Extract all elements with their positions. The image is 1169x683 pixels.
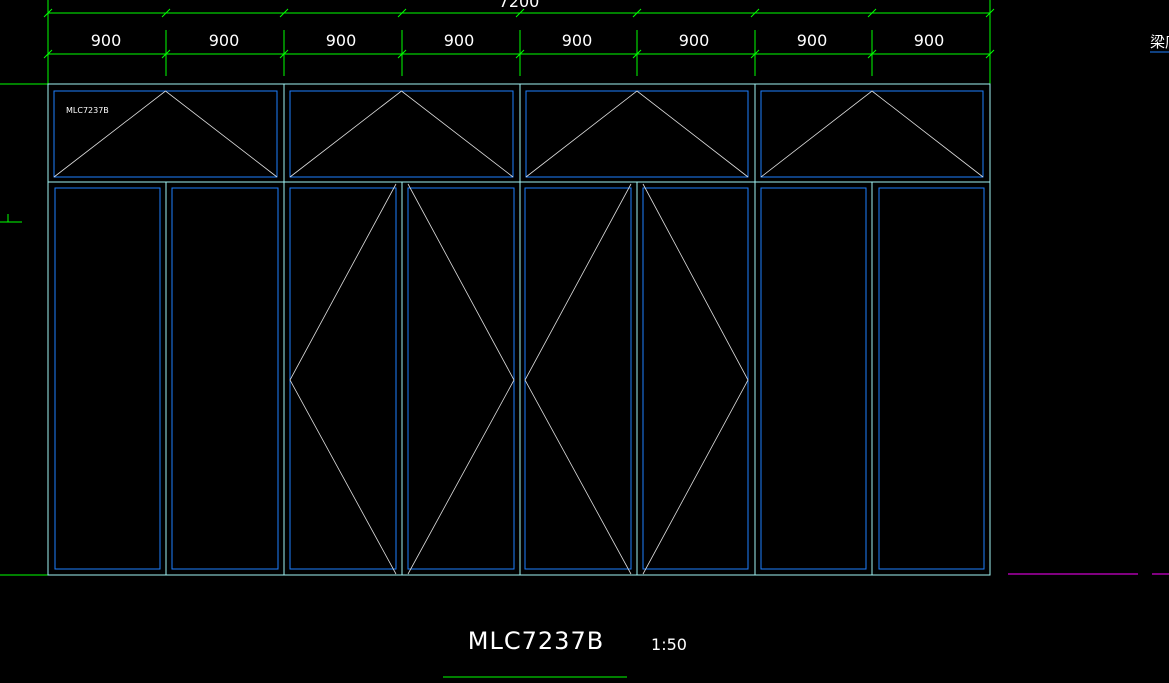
transom-swing-1 — [53, 90, 278, 178]
sash-swing-3 — [289, 183, 397, 575]
dimension-tick — [279, 49, 289, 59]
dimension-tick — [632, 49, 642, 59]
outer-frame — [47, 83, 991, 576]
dimension-tick — [515, 8, 525, 18]
segment-dimension-1: 900 — [91, 31, 122, 50]
dimension-lines — [0, 0, 995, 576]
transom-inner-frame-1 — [53, 90, 278, 178]
sash-swing-5 — [524, 183, 632, 575]
dimension-tick — [750, 8, 760, 18]
dimension-tick — [867, 8, 877, 18]
dimension-tick — [397, 8, 407, 18]
dimension-tick — [43, 49, 53, 59]
dimension-tick — [43, 8, 53, 18]
segment-dimension-2: 900 — [209, 31, 240, 50]
total-dimension-label: 7200 — [499, 0, 540, 11]
segment-dimension-4: 900 — [444, 31, 475, 50]
segment-dimension-7: 900 — [797, 31, 828, 50]
segment-dimension-6: 900 — [679, 31, 710, 50]
window-elevation[interactable] — [47, 83, 991, 576]
transom-inner-frame-3 — [525, 90, 749, 178]
beam-bottom-label: 梁底 — [1150, 33, 1169, 51]
dimension-tick — [161, 8, 171, 18]
dimension-tick — [279, 8, 289, 18]
panel-inner-frame-5 — [524, 187, 632, 570]
transom-swing-3 — [525, 90, 749, 178]
dimension-tick — [985, 49, 995, 59]
segment-dimension-5: 900 — [562, 31, 593, 50]
transom-swing-4 — [760, 90, 984, 178]
panel-inner-frame-4 — [407, 187, 515, 570]
panel-inner-frame-8 — [878, 187, 985, 570]
segment-dimension-labels: 900 900 900 900 900 900 900 900 — [91, 31, 945, 50]
sash-swing-6 — [642, 183, 749, 575]
panel-inner-frame-2 — [171, 187, 279, 570]
panel-inner-frame-7 — [760, 187, 867, 570]
drawing-title: MLC7237B — [468, 627, 604, 655]
dimension-tick — [985, 8, 995, 18]
dimension-tick — [750, 49, 760, 59]
opening-swing-lines — [53, 90, 984, 575]
panel-inner-frame-6 — [642, 187, 749, 570]
segment-dimension-3: 900 — [326, 31, 357, 50]
sash-swing-4 — [407, 183, 515, 575]
panel-inner-frame-1 — [54, 187, 161, 570]
dimension-tick — [397, 49, 407, 59]
dimension-tick — [867, 49, 877, 59]
window-tag-label: MLC7237B — [66, 106, 109, 115]
transom-inner-frame-4 — [760, 90, 984, 178]
segment-dimension-8: 900 — [914, 31, 945, 50]
drawing-scale: 1:50 — [651, 635, 687, 654]
dimension-tick — [515, 49, 525, 59]
dimension-tick — [632, 8, 642, 18]
misc-lines — [443, 51, 1169, 678]
transom-inner-frame-2 — [289, 90, 514, 178]
panel-inner-frame-3 — [289, 187, 397, 570]
dimension-tick — [161, 49, 171, 59]
transom-swing-2 — [289, 90, 514, 178]
